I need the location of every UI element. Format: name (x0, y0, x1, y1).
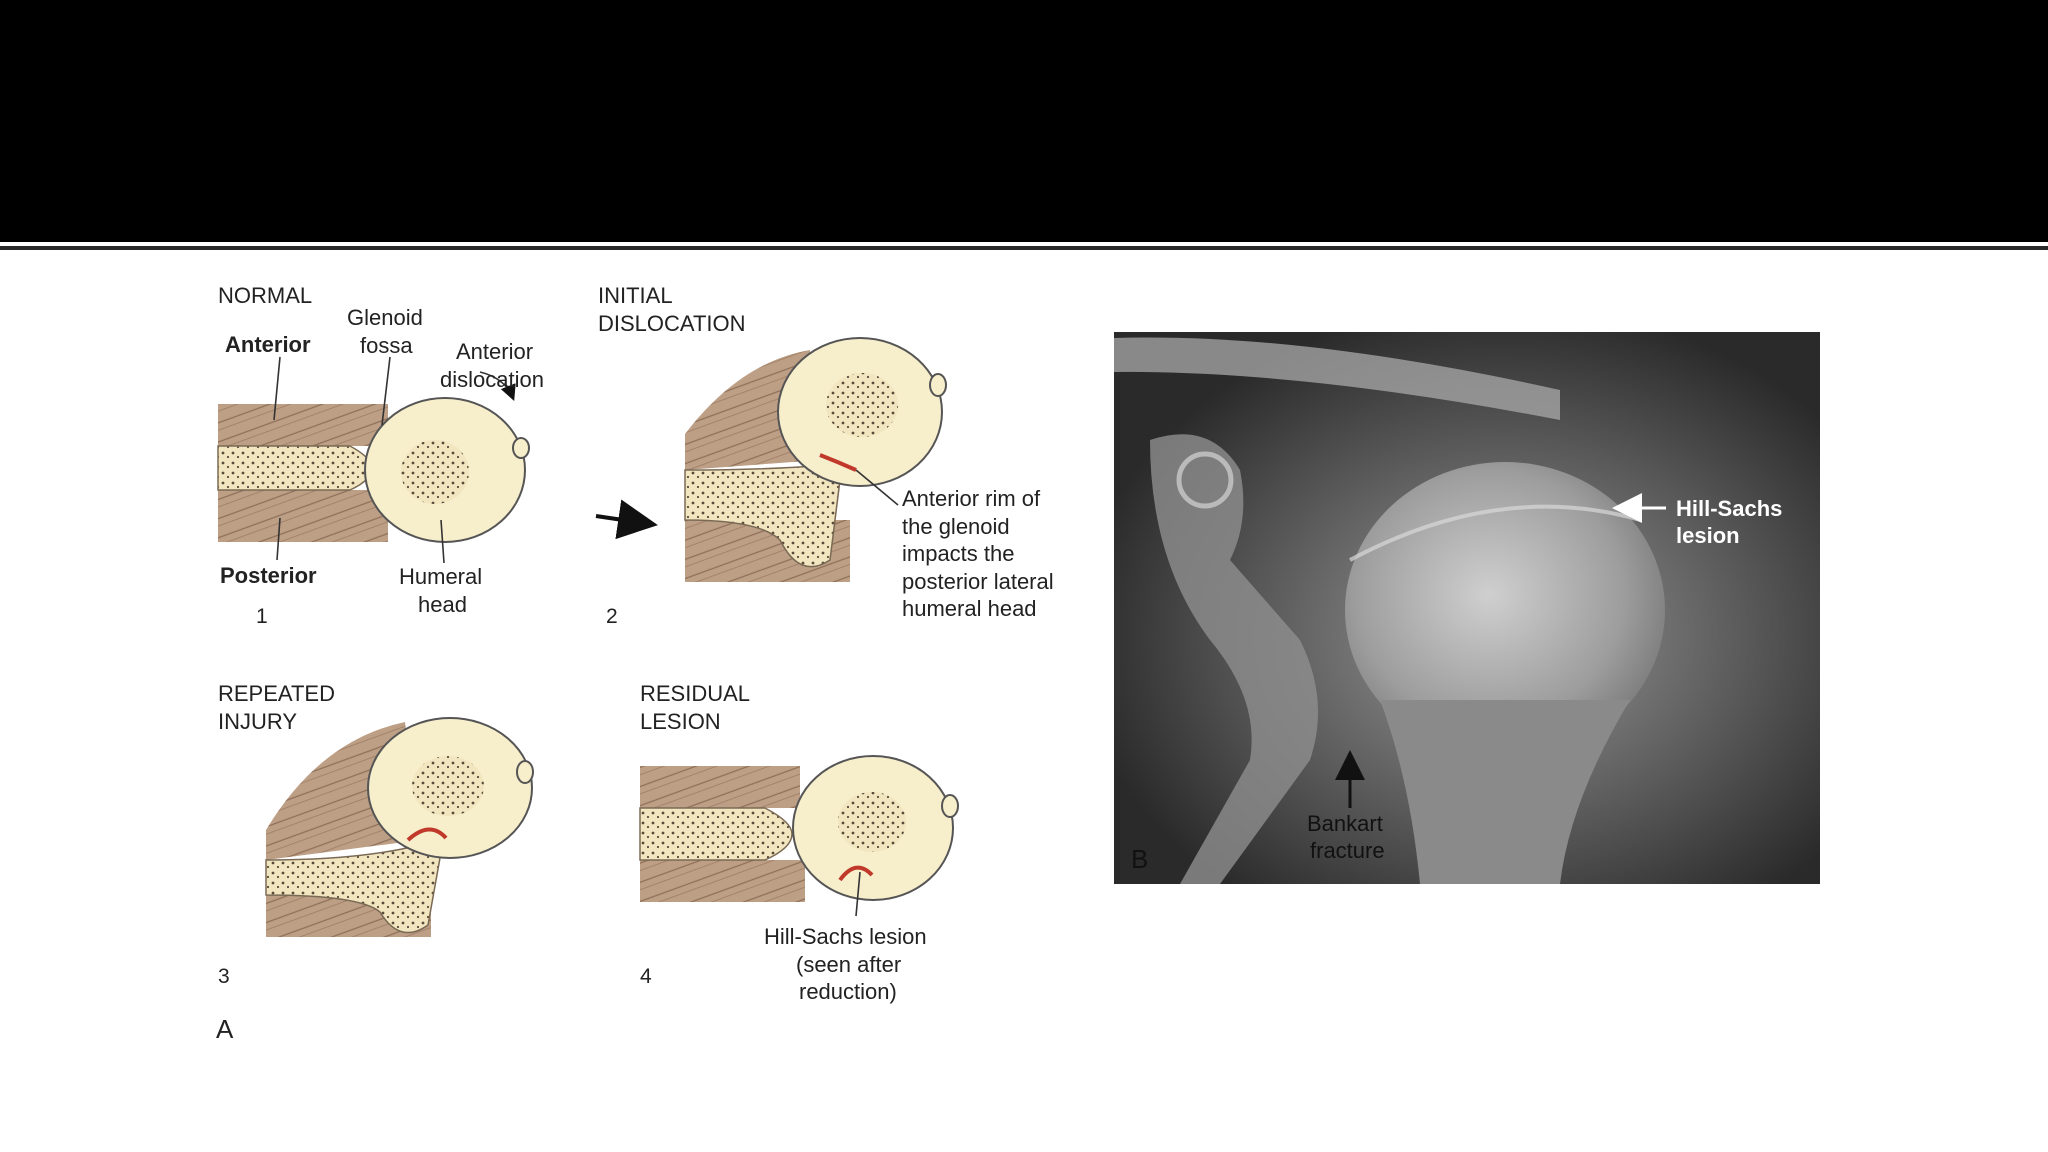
panel-a-letter: A (216, 1014, 234, 1044)
humeral-head-xray (1345, 462, 1665, 758)
posterior-label: Posterior (220, 563, 317, 588)
muscle-upper (640, 766, 800, 808)
humeral-head-cancellous (412, 756, 484, 816)
step4-heading-line2: LESION (640, 709, 721, 734)
step2-heading-line2: DISLOCATION (598, 311, 746, 336)
step3-heading-line1: REPEATED (218, 681, 335, 706)
step2-note-line5: humeral head (902, 596, 1037, 621)
humeral-tubercle (941, 794, 959, 818)
muscle-lower (218, 490, 388, 542)
impact-lesion (819, 453, 857, 472)
step2-note-line2: the glenoid (902, 514, 1010, 539)
humeral-leader (440, 519, 445, 564)
step2-note-line4: posterior lateral (902, 569, 1054, 594)
glenoid-leader (381, 356, 391, 426)
humeral-head-cancellous (401, 440, 469, 504)
glenoid-bone (639, 807, 793, 861)
step2-note-line3: impacts the (902, 541, 1015, 566)
glenoid-label-line1: Glenoid (347, 305, 423, 330)
glenoid-bone (684, 464, 841, 568)
step2-note-line1: Anterior rim of (902, 486, 1041, 511)
step4-note-line1: Hill-Sachs lesion (764, 924, 927, 949)
coracoid (1176, 451, 1234, 509)
hill-sachs-label-line2: lesion (1676, 523, 1740, 548)
humeral-shaft (1380, 700, 1630, 884)
dislocation-label-line2: dislocation (440, 367, 544, 392)
hill-sachs-leader (855, 871, 861, 917)
posterior-leader (276, 517, 281, 561)
step3-number: 3 (218, 965, 230, 988)
muscle-upper (218, 404, 388, 446)
diagram-step-normal (217, 356, 530, 564)
humeral-head-cancellous (838, 792, 906, 852)
dislocation-arrow-icon (479, 371, 516, 401)
clavicle (1114, 337, 1560, 420)
repeated-lesion (406, 827, 448, 842)
dislocation-label-line1: Anterior (456, 339, 533, 364)
step2-number: 2 (606, 605, 618, 628)
step1-number: 1 (256, 605, 268, 628)
glenoid-label-line2: fossa (360, 333, 413, 358)
glenoid-bone (265, 844, 441, 934)
humeral-label-line2: head (418, 592, 467, 617)
hill-sachs-defect (838, 865, 874, 882)
bankart-label-line2: fracture (1310, 838, 1385, 863)
diagram-step-repeated-injury (265, 717, 534, 937)
humeral-head-cancellous (826, 373, 898, 437)
panel-b-letter: B (1131, 844, 1148, 874)
physeal-scar (1349, 504, 1641, 562)
glenoid-bone (217, 445, 373, 491)
anterior-leader (273, 356, 281, 421)
anterior-label: Anterior (225, 332, 311, 357)
step1-heading: NORMAL (218, 283, 312, 308)
impact-leader (855, 469, 899, 506)
step3-heading-line2: INJURY (218, 709, 297, 734)
title-band-divider (0, 246, 2048, 250)
humeral-label-line1: Humeral (399, 564, 482, 589)
sequence-arrow-icon (595, 499, 658, 540)
diagram-step-initial-dislocation (684, 337, 947, 582)
humeral-tubercle (512, 437, 530, 459)
humeral-tubercle (516, 760, 534, 784)
hill-sachs-label-line1: Hill-Sachs (1676, 496, 1782, 521)
diagram-step-residual-lesion (639, 755, 959, 917)
xray-image (1114, 332, 1820, 884)
bankart-label-line1: Bankart (1307, 811, 1383, 836)
scapula-glenoid (1150, 434, 1318, 884)
step4-note-line2: (seen after (796, 952, 901, 977)
humeral-tubercle (929, 373, 947, 397)
step4-number: 4 (640, 965, 652, 988)
step4-note-line3: reduction) (799, 979, 897, 1004)
slide-title-band (0, 0, 2048, 242)
step4-heading-line1: RESIDUAL (640, 681, 750, 706)
muscle-lower (640, 860, 805, 902)
step2-heading-line1: INITIAL (598, 283, 673, 308)
